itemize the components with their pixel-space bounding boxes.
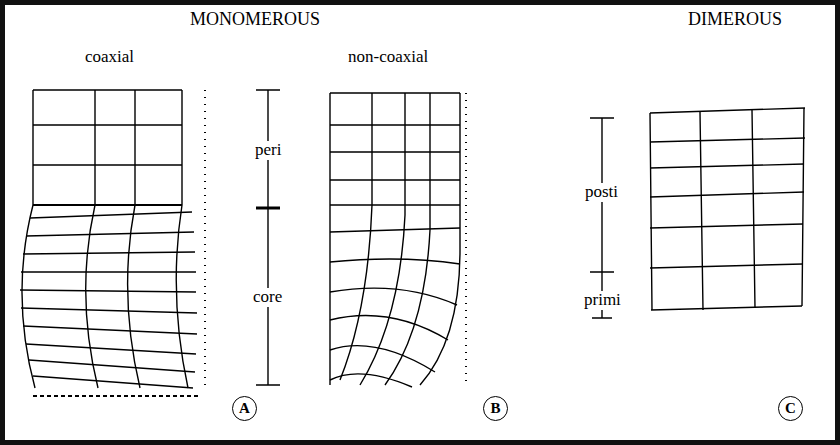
zone-bracket: [590, 118, 614, 318]
panel-letter: C: [785, 401, 796, 416]
dimerous-grid: [650, 108, 805, 310]
frame-panel: [5, 5, 835, 440]
panel-letter-circle: C: [778, 396, 803, 421]
panel-letter: B: [490, 401, 500, 416]
zone-label: coaxial: [83, 48, 136, 67]
zone-label: DIMEROUS: [686, 10, 784, 30]
zone-label: posti: [583, 183, 620, 202]
zone-label: MONOMEROUS: [188, 10, 322, 30]
panel-letter-circle: B: [483, 396, 508, 421]
non-coaxial-grid: [330, 93, 466, 387]
zone-label: primi: [582, 291, 623, 310]
zone-label: non-coaxial: [346, 48, 430, 67]
zone-label: peri: [253, 141, 283, 160]
zone-label: core: [251, 288, 284, 307]
zone-bracket: [256, 90, 280, 385]
panel-letter: A: [239, 401, 250, 416]
panel-letter-circle: A: [232, 396, 257, 421]
coaxial-grid: [20, 90, 205, 396]
